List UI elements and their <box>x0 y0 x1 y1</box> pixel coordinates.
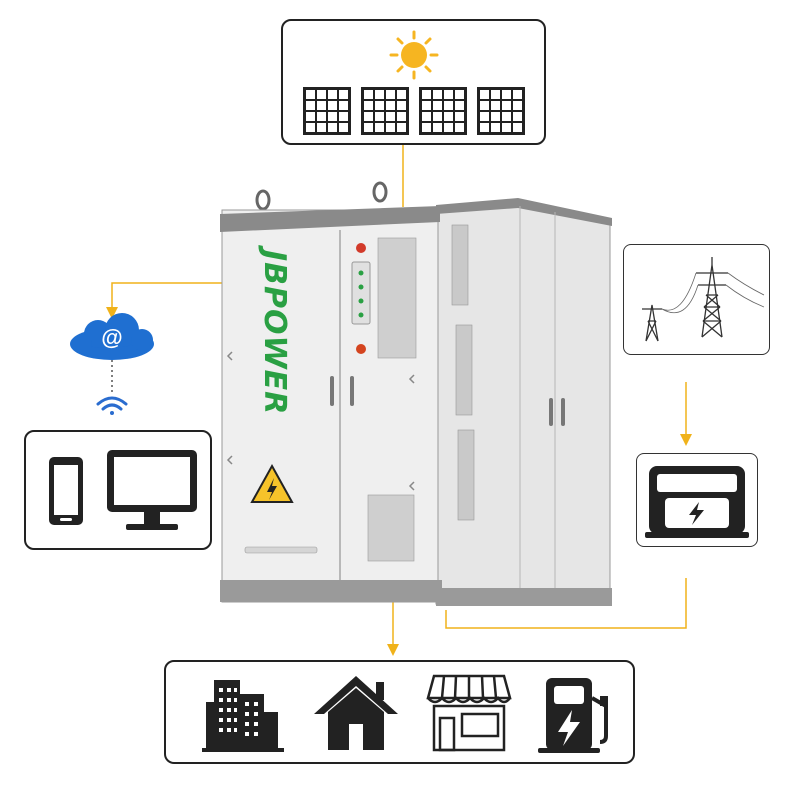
ev-charging-station-icon <box>538 678 608 753</box>
cloud-email-icon: @ <box>70 313 154 360</box>
lifting-rings <box>255 181 388 211</box>
power-transmission-tower-icon <box>642 257 765 342</box>
monitor-icon <box>107 450 197 530</box>
wifi-icon <box>96 396 128 415</box>
cloud-connector <box>106 282 222 319</box>
shop-icon <box>426 674 512 752</box>
high-voltage-warning-icon <box>250 463 294 503</box>
sun-icon <box>389 30 439 80</box>
house-icon <box>314 676 398 750</box>
electric-meter-box <box>636 453 758 547</box>
power-grid-box <box>623 244 770 355</box>
office-building-icon <box>202 680 284 752</box>
solar-panels-icon <box>303 30 525 135</box>
loads-box <box>164 660 635 764</box>
cloud-symbol: @ <box>101 325 122 350</box>
solar-panel-box <box>281 19 546 145</box>
monitoring-devices-box <box>24 430 212 550</box>
smartphone-icon <box>49 457 83 525</box>
meter-connector <box>445 578 687 629</box>
solar-panel <box>303 87 351 135</box>
solar-panel <box>361 87 409 135</box>
solar-panel <box>477 87 525 135</box>
electric-meter-icon <box>645 466 749 538</box>
solar-panel <box>419 87 467 135</box>
